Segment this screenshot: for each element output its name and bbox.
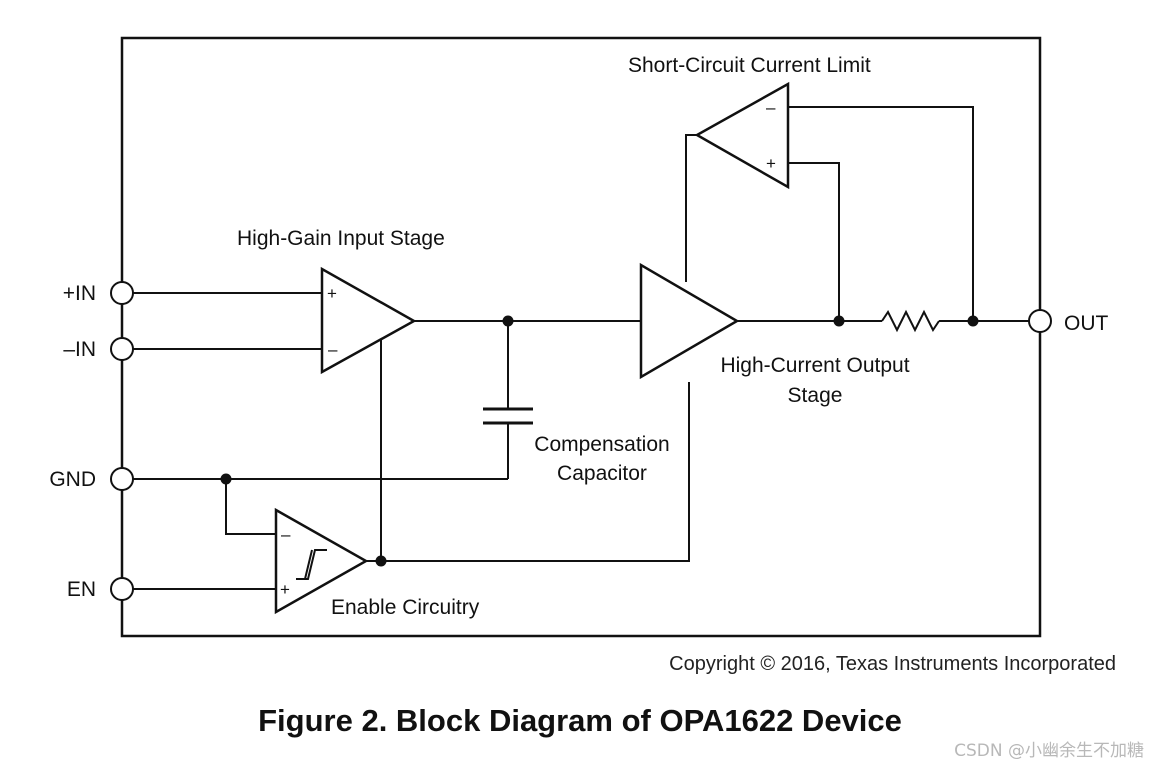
junction-dots <box>220 315 979 567</box>
label-compensation-line1: Compensation <box>534 433 669 456</box>
limit-plus-sign: + <box>766 154 776 173</box>
pin-terminal-in-minus <box>110 337 134 361</box>
pin-label-in-plus: +IN <box>63 282 96 305</box>
resistor-symbol <box>881 309 940 333</box>
enable-minus-sign: – <box>281 525 291 544</box>
input-stage-amplifier <box>320 266 417 375</box>
label-high-current-line2: Stage <box>788 384 843 407</box>
label-high-current-line1: High-Current Output <box>720 354 909 377</box>
wire-limit-plus <box>788 162 840 321</box>
wires <box>133 106 1029 590</box>
pin-terminal-in-plus <box>110 281 134 305</box>
limit-minus-sign: – <box>766 98 776 117</box>
junction-dot <box>220 473 232 485</box>
pin-label-in-minus: –IN <box>63 338 96 361</box>
label-enable: Enable Circuitry <box>331 596 480 619</box>
hysteresis-icon <box>296 549 327 580</box>
pin-label-en: EN <box>67 578 96 601</box>
current-limit-amplifier <box>694 81 790 190</box>
hysteresis-icon-second-edge <box>304 549 313 580</box>
copyright-notice: Copyright © 2016, Texas Instruments Inco… <box>669 653 1116 675</box>
input-stage-plus-sign: + <box>327 284 337 303</box>
label-high-gain: High-Gain Input Stage <box>237 227 445 250</box>
junction-dot <box>375 555 387 567</box>
wire-limit-output <box>685 134 697 282</box>
pin-terminal-gnd <box>110 467 134 491</box>
wire-enable-output <box>366 382 690 562</box>
label-compensation-line2: Capacitor <box>557 462 647 485</box>
pin-label-gnd: GND <box>49 468 96 491</box>
enable-plus-sign: + <box>280 580 290 599</box>
output-stage-amplifier <box>639 262 740 380</box>
device-boundary <box>120 36 1042 638</box>
figure-caption: Figure 2. Block Diagram of OPA1622 Devic… <box>258 703 902 738</box>
junction-dot <box>833 315 845 327</box>
label-short-circuit: Short-Circuit Current Limit <box>628 54 871 77</box>
capacitor-symbol <box>483 407 533 425</box>
pin-terminal-en <box>110 577 134 601</box>
junction-dot <box>502 315 514 327</box>
input-stage-minus-sign: – <box>328 340 338 359</box>
junction-dot <box>967 315 979 327</box>
pin-terminal-out <box>1028 309 1052 333</box>
pin-label-out: OUT <box>1064 312 1109 335</box>
watermark: CSDN @小幽余生不加糖 <box>954 741 1144 761</box>
enable-comparator <box>274 507 369 615</box>
wire-gnd-to-enable <box>225 479 276 535</box>
wire-limit-minus <box>788 106 974 321</box>
